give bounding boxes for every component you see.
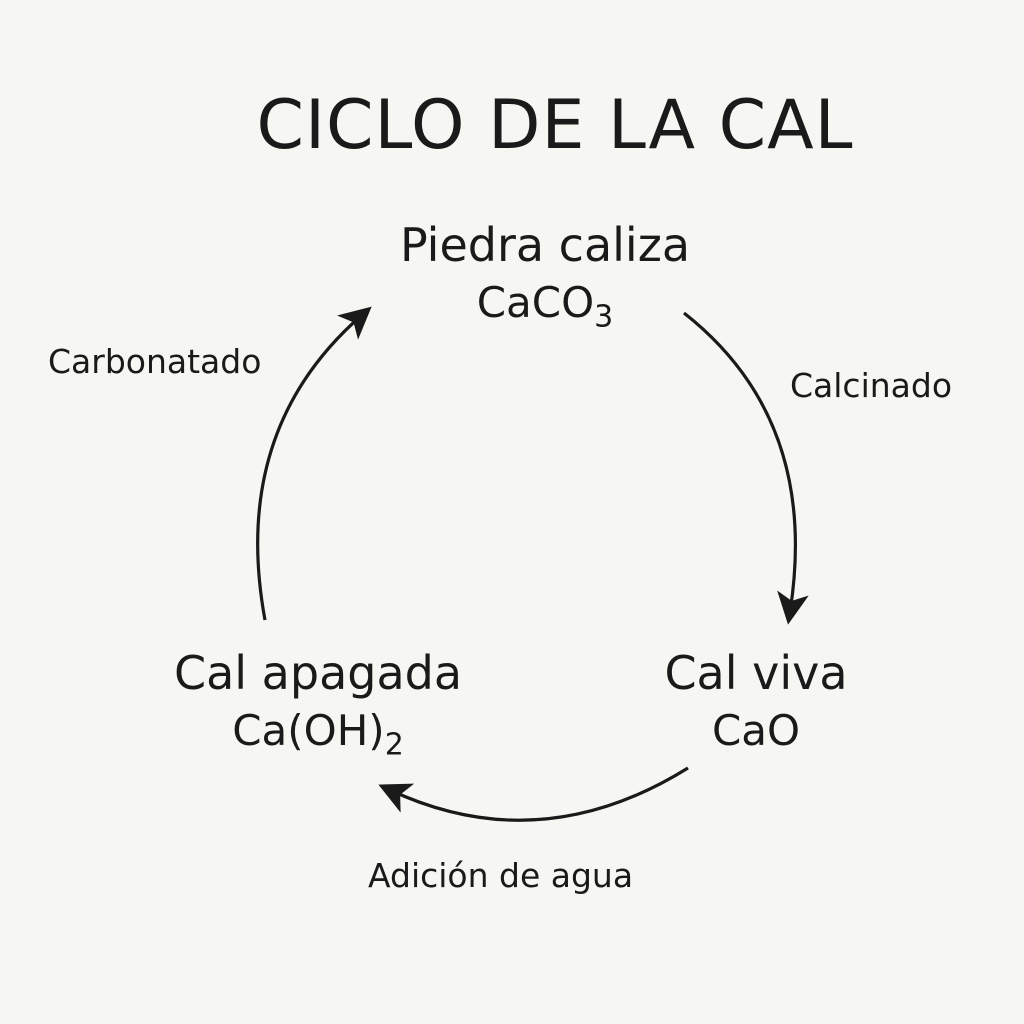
node-limestone-formula: CaCO3 xyxy=(355,275,735,345)
node-slaked-lime-formula: Ca(OH)2 xyxy=(128,703,508,773)
formula-subscript: 3 xyxy=(594,299,614,335)
node-slaked-lime: Cal apagada Ca(OH)2 xyxy=(128,643,508,773)
arrow-calcination xyxy=(683,311,809,625)
arrow-hydration xyxy=(378,766,689,822)
formula-subscript: 2 xyxy=(384,727,404,763)
step-hydration-label: Adición de agua xyxy=(368,856,634,895)
formula-base: CaCO xyxy=(476,278,595,327)
node-quicklime: Cal viva CaO xyxy=(616,643,896,759)
step-carbonation-label: Carbonatado xyxy=(48,342,262,381)
step-calcination-label: Calcinado xyxy=(790,366,953,405)
node-quicklime-formula: CaO xyxy=(711,706,801,755)
arrow-carbonation xyxy=(256,306,372,621)
node-limestone-name: Piedra caliza xyxy=(399,218,691,272)
node-slaked-lime-name: Cal apagada xyxy=(173,646,463,700)
formula-base: Ca(OH) xyxy=(232,706,385,755)
node-limestone: Piedra caliza CaCO3 xyxy=(355,215,735,345)
node-quicklime-name: Cal viva xyxy=(664,646,848,700)
diagram-title: CICLO DE LA CAL xyxy=(256,86,854,165)
